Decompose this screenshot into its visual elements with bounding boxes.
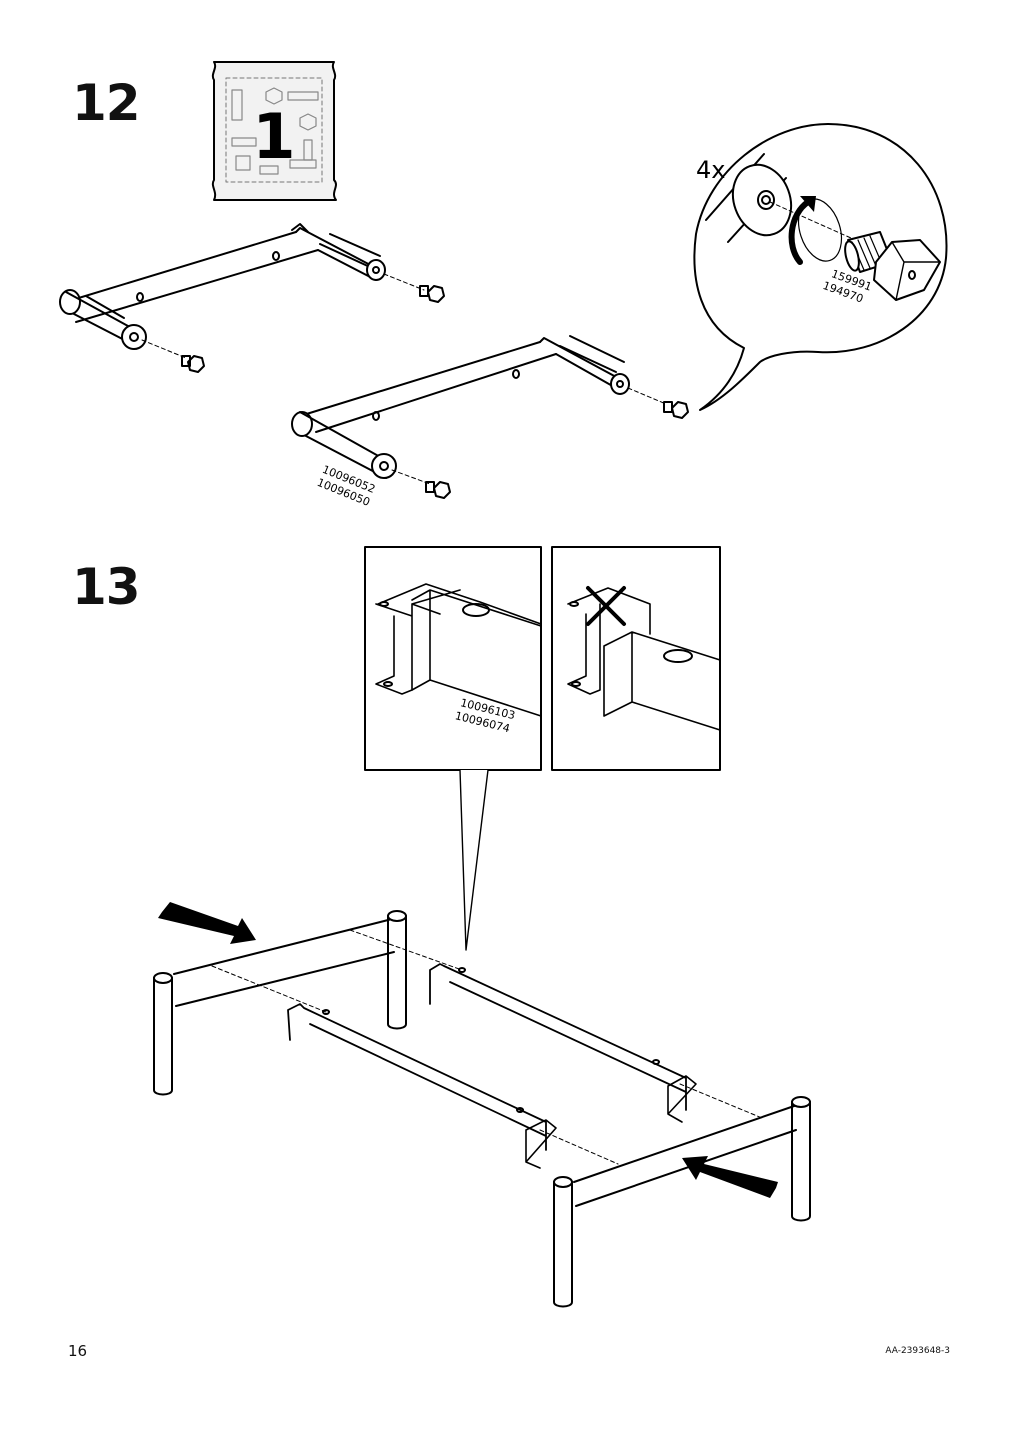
document-code: AA-2393648-3 bbox=[885, 1346, 950, 1356]
quantity-label: 4x bbox=[696, 156, 725, 184]
hardware-bag-number: 1 bbox=[252, 100, 295, 173]
step-12-number: 12 bbox=[72, 74, 141, 132]
u-frame-upper bbox=[59, 223, 386, 350]
push-arrow-icon bbox=[158, 902, 256, 944]
bolt-icon bbox=[663, 401, 689, 419]
bolt-icon bbox=[425, 481, 451, 499]
bolt-icon bbox=[844, 231, 941, 301]
push-arrow-icon bbox=[682, 1156, 778, 1198]
u-frame-lower bbox=[291, 335, 630, 479]
frame-part-numbers: 10096052 10096050 bbox=[315, 463, 377, 509]
hardware-bag-icon: 1 bbox=[211, 61, 337, 201]
frame-assembly bbox=[153, 910, 811, 1308]
cross-icon bbox=[586, 586, 626, 626]
correct-detail-panel: 10096103 10096074 bbox=[364, 546, 542, 771]
step-13-number: 13 bbox=[72, 558, 141, 616]
bolt-icon bbox=[419, 285, 445, 303]
incorrect-detail-panel bbox=[551, 546, 721, 771]
page-number: 16 bbox=[68, 1342, 88, 1360]
zoom-detail-bubble: 4x 159991 194970 bbox=[693, 123, 948, 411]
bolt-icon bbox=[181, 355, 205, 373]
